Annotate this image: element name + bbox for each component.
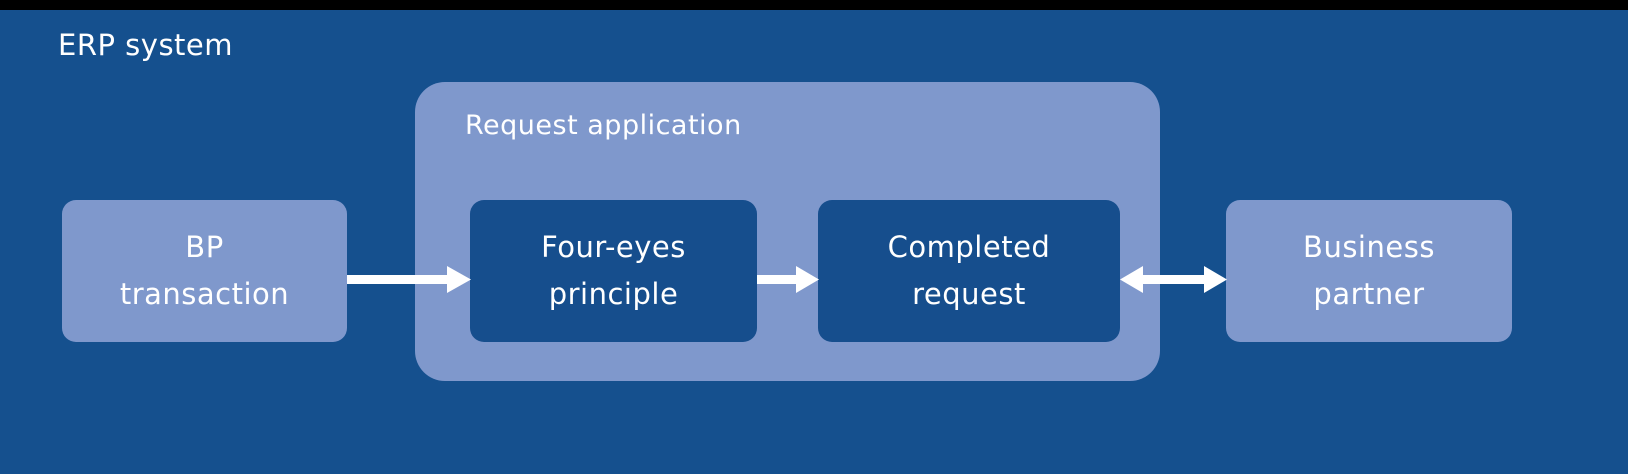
node-business-partner-label: Business partner — [1303, 230, 1435, 311]
erp-system-plane: ERP system Request application BP transa… — [0, 10, 1628, 474]
node-completed-request-label: Completed request — [887, 230, 1051, 311]
node-bp-transaction-label: BP transaction — [119, 230, 290, 311]
node-bp-transaction[interactable]: BP transaction — [62, 200, 347, 342]
node-four-eyes-principle-label: Four-eyes principle — [541, 230, 686, 311]
node-business-partner[interactable]: Business partner — [1226, 200, 1512, 342]
node-four-eyes-principle[interactable]: Four-eyes principle — [470, 200, 757, 342]
node-completed-request[interactable]: Completed request — [818, 200, 1120, 342]
request-application-label: Request application — [465, 110, 742, 141]
page-title: ERP system — [58, 28, 234, 62]
